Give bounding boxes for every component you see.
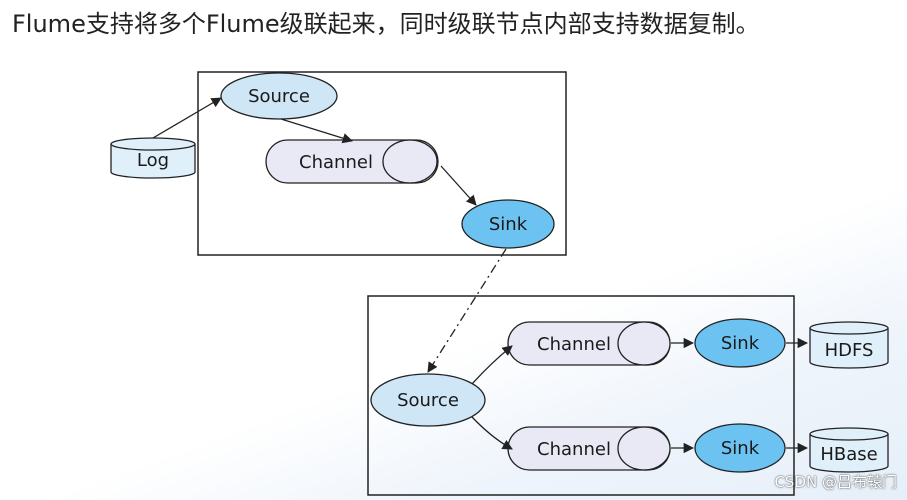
sink-top: Sink xyxy=(461,199,555,249)
channel-bottom-2-label: Channel xyxy=(537,439,611,460)
sink-bottom-1: Sink xyxy=(694,318,786,368)
channel-bottom-1-label: Channel xyxy=(537,334,611,355)
hdfs-store: HDFS xyxy=(809,321,889,369)
arrows xyxy=(152,97,809,454)
agent-box-top xyxy=(197,71,567,256)
sink-bottom-1-label: Sink xyxy=(721,333,760,354)
log-store: Log xyxy=(110,137,196,179)
source-bottom: Source xyxy=(370,373,486,427)
source-top-label: Source xyxy=(248,86,310,107)
sink-top-label: Sink xyxy=(489,214,528,235)
hdfs-label: HDFS xyxy=(825,340,874,361)
channel-bottom-2: Channel xyxy=(507,426,671,471)
channel-top: Channel xyxy=(265,139,439,184)
agent-box-bottom xyxy=(367,295,795,496)
sink-bottom-2-label: Sink xyxy=(721,438,760,459)
arrow-source-to-channel-2 xyxy=(471,416,513,450)
source-top: Source xyxy=(220,72,338,120)
watermark: CSDN @吕布辕门 xyxy=(774,473,897,491)
arrow-channel-to-sink xyxy=(440,165,477,206)
sink-bottom-2: Sink xyxy=(694,423,786,473)
arrow-log-to-source xyxy=(152,97,222,139)
hbase-store: HBase xyxy=(809,427,889,473)
log-label: Log xyxy=(137,150,169,171)
channel-bottom-1: Channel xyxy=(507,321,671,366)
source-bottom-label: Source xyxy=(397,390,459,411)
channel-top-label: Channel xyxy=(299,152,373,173)
arrow-sink-to-source-dashed xyxy=(427,248,507,373)
arrow-source-to-channel xyxy=(280,118,353,144)
hbase-label: HBase xyxy=(820,444,877,465)
arrow-source-to-channel-1 xyxy=(471,345,513,385)
page-title: Flume支持将多个Flume级联起来，同时级联节点内部支持数据复制。 xyxy=(12,10,760,38)
